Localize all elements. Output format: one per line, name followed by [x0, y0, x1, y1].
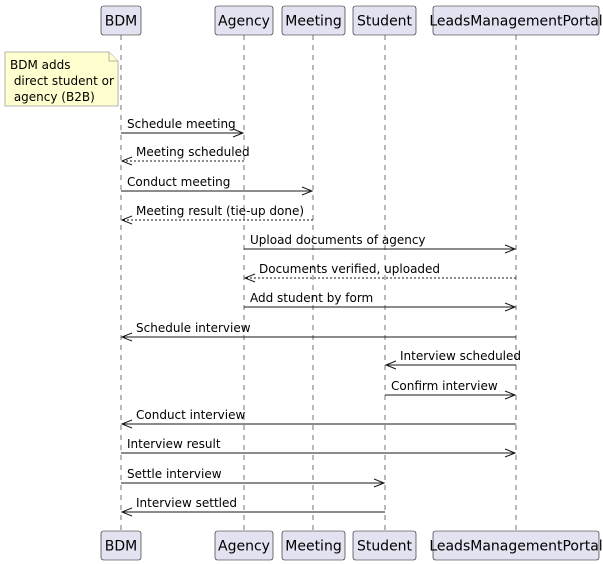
- arrowhead-icon: [232, 128, 245, 138]
- message-13: Settle interview: [121, 467, 386, 488]
- participant-label: Meeting: [285, 14, 341, 30]
- participant-box: [352, 530, 417, 561]
- participant-student-top: Student: [352, 5, 417, 36]
- participant-label: BDM: [105, 539, 137, 555]
- note-line: direct student or: [10, 74, 114, 88]
- message-label: Confirm interview: [391, 379, 498, 393]
- note-line: agency (B2B): [10, 90, 95, 104]
- message-5: Upload documents of agency: [244, 233, 517, 254]
- participant-label: LeadsManagementPortal: [429, 14, 602, 30]
- message-label: Conduct interview: [136, 408, 245, 422]
- participant-label: LeadsManagementPortal: [429, 539, 602, 555]
- arrowhead-icon: [504, 448, 517, 458]
- participant-box: [432, 5, 600, 36]
- arrowhead-icon: [384, 360, 397, 370]
- message-14: Interview settled: [120, 496, 385, 517]
- message-label: Add student by form: [250, 291, 373, 305]
- arrowhead-icon: [504, 390, 517, 400]
- message-1: Schedule meeting: [121, 117, 245, 138]
- message-label: Schedule meeting: [127, 117, 236, 131]
- message-8: Schedule interview: [120, 321, 516, 342]
- message-4: Meeting result (tie-up done): [120, 204, 313, 225]
- participant-label: Agency: [218, 14, 270, 30]
- message-label: Upload documents of agency: [250, 233, 426, 247]
- participant-box: [432, 530, 600, 561]
- arrowhead-icon: [120, 507, 133, 517]
- participant-box: [100, 5, 142, 36]
- participants-top: BDM Agency Meeting Student LeadsManagementPo…: [100, 5, 603, 36]
- arrowhead-icon: [301, 186, 314, 196]
- arrowhead-icon: [120, 419, 133, 429]
- participant-box: [100, 530, 142, 561]
- participant-box: [281, 530, 346, 561]
- participant-box: [352, 5, 417, 36]
- arrowhead-icon: [120, 332, 133, 342]
- arrowhead-icon: [120, 215, 133, 225]
- participant-box: [214, 530, 274, 561]
- message-6: Documents verified, uploaded: [243, 262, 516, 283]
- participant-portal-top: LeadsManagementPortal: [429, 5, 603, 36]
- message-11: Conduct interview: [120, 408, 516, 429]
- arrowhead-icon: [120, 156, 133, 166]
- message-label: Meeting result (tie-up done): [136, 204, 304, 218]
- message-2: Meeting scheduled: [120, 145, 250, 166]
- participant-box: [281, 5, 346, 36]
- participant-label: Student: [357, 539, 413, 555]
- message-label: Interview settled: [136, 496, 237, 510]
- participant-bdm-top: BDM: [100, 5, 142, 36]
- arrowhead-icon: [243, 273, 256, 283]
- message-7: Add student by form: [244, 291, 517, 312]
- message-label: Conduct meeting: [127, 175, 230, 189]
- participant-box: [214, 5, 274, 36]
- message-9: Interview scheduled: [384, 349, 521, 370]
- participant-label: Student: [357, 14, 413, 30]
- participants-bottom: BDM Agency Meeting Student LeadsManagementPo…: [100, 530, 603, 561]
- message-12: Interview result: [121, 437, 517, 458]
- message-label: Interview scheduled: [400, 349, 521, 363]
- participant-student-bottom: Student: [352, 530, 417, 561]
- participant-meeting-bottom: Meeting: [281, 530, 346, 561]
- participant-portal-bottom: LeadsManagementPortal: [429, 530, 603, 561]
- arrowhead-icon: [504, 302, 517, 312]
- participant-meeting-top: Meeting: [281, 5, 346, 36]
- arrowhead-icon: [504, 244, 517, 254]
- participant-label: Meeting: [285, 539, 341, 555]
- message-label: Schedule interview: [136, 321, 251, 335]
- note: BDM adds direct student or agency (B2B): [4, 51, 119, 107]
- message-label: Settle interview: [127, 467, 222, 481]
- message-10: Confirm interview: [385, 379, 517, 400]
- message-label: Interview result: [127, 437, 221, 451]
- participant-bdm-bottom: BDM: [100, 530, 142, 561]
- note-fold: [108, 52, 118, 62]
- note-box: [4, 51, 119, 107]
- message-label: Documents verified, uploaded: [259, 262, 440, 276]
- participant-agency-bottom: Agency: [214, 530, 274, 561]
- arrowhead-icon: [373, 478, 386, 488]
- message-label: Meeting scheduled: [136, 145, 250, 159]
- participant-label: BDM: [105, 14, 137, 30]
- message-3: Conduct meeting: [121, 175, 314, 196]
- lifelines: [120, 35, 517, 531]
- note-line: BDM adds: [10, 58, 70, 72]
- participant-label: Agency: [218, 539, 270, 555]
- participant-agency-top: Agency: [214, 5, 274, 36]
